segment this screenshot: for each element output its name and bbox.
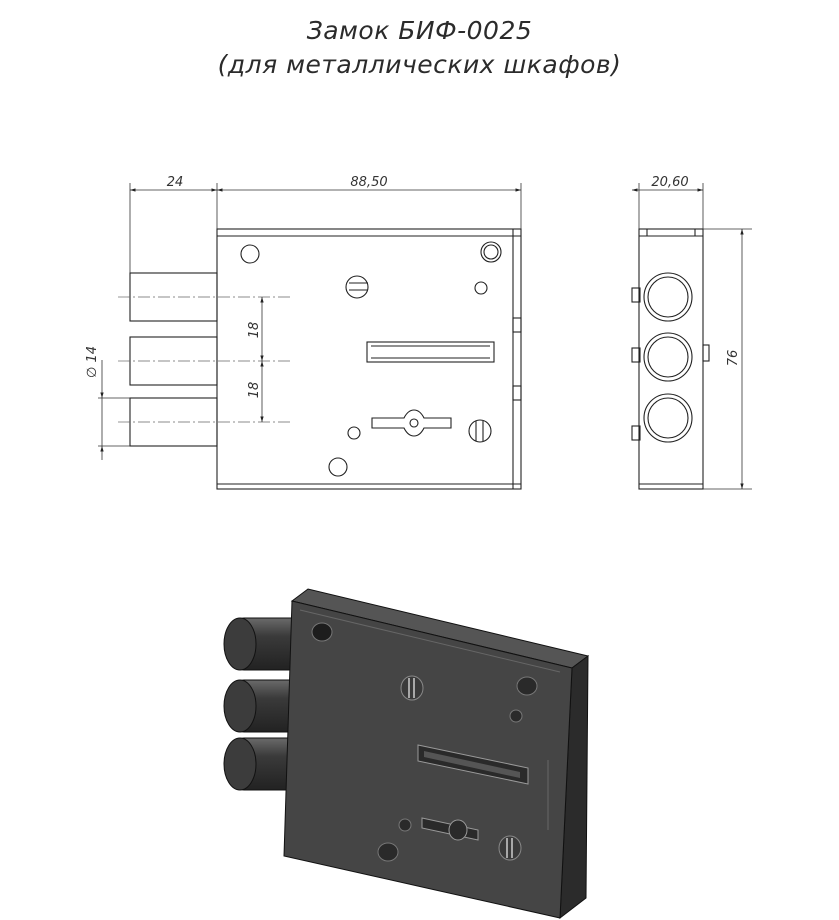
render-screw <box>498 835 522 861</box>
drawing-title: Замок БИФ-0025 <box>306 16 533 45</box>
dim-bolt-pitch-1: 18 <box>247 322 262 339</box>
mount-hole <box>480 241 502 263</box>
lock-3d-render <box>223 588 590 920</box>
render-screw <box>400 675 424 701</box>
render-keyhole <box>421 817 479 841</box>
screw <box>345 275 369 299</box>
side-bolt-3 <box>631 393 693 443</box>
mount-hole <box>328 457 348 477</box>
dim-bolt-pitch-2: 18 <box>247 382 262 399</box>
lock-body-outline <box>216 228 522 490</box>
drawing-subtitle: (для металлических шкафов) <box>217 50 622 79</box>
render-bolt-1 <box>223 617 301 671</box>
keyhole <box>371 409 452 437</box>
small-hole <box>347 426 361 440</box>
side-view: 20,60 76 <box>631 175 752 490</box>
dim-bolt-offset: 24 <box>167 175 184 190</box>
latch-slot <box>366 341 495 363</box>
side-bolt-1 <box>631 272 693 322</box>
dim-depth: 20,60 <box>651 175 688 190</box>
bolt-2 <box>118 336 290 386</box>
bolt-3 <box>118 397 290 447</box>
side-bolt-2 <box>631 332 710 382</box>
render-bolt-2 <box>223 679 301 733</box>
front-view: 24 88,50 18 18 ∅ 14 <box>85 175 522 490</box>
bolt-1 <box>118 272 290 322</box>
small-hole <box>474 281 488 295</box>
mount-hole <box>240 244 260 264</box>
screw <box>468 419 492 443</box>
dim-height: 76 <box>726 350 741 367</box>
dim-bolt-diameter: ∅ 14 <box>85 346 100 378</box>
dim-body-width: 88,50 <box>350 175 387 190</box>
render-bolt-3 <box>223 737 301 791</box>
